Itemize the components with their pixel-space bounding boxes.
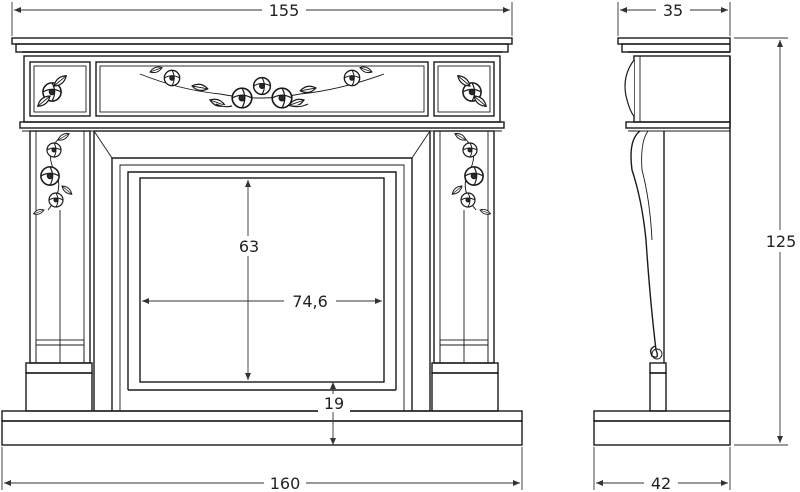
dim-overall-height: 125: [766, 232, 797, 251]
dim-opening-height: 63: [239, 237, 259, 256]
dim-opening-width: 74,6: [292, 292, 328, 311]
front-view: [1, 37, 523, 446]
dim-depth-base: 42: [651, 474, 671, 492]
dim-depth-top: 35: [663, 1, 683, 20]
front-dimensions: 155 160 63 74,6 19: [1, 0, 523, 492]
dim-width-base: 160: [270, 474, 301, 492]
dim-width-top: 155: [269, 1, 300, 20]
side-view: [593, 37, 731, 446]
side-dimensions: 35 42 125: [593, 0, 800, 492]
dim-hearth-height: 19: [324, 394, 344, 413]
